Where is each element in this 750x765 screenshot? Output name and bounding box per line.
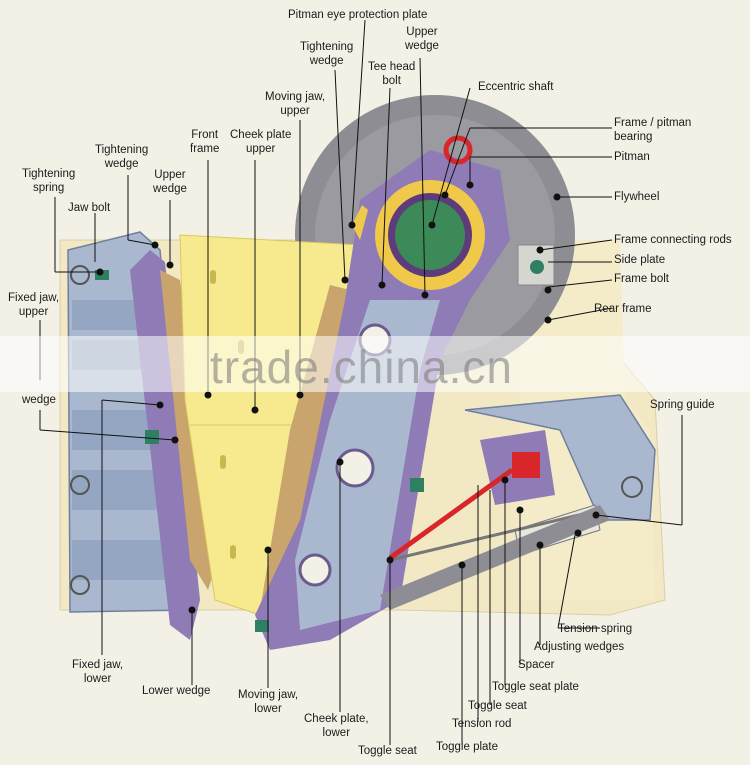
cheek-slot <box>210 270 216 284</box>
pitman-hole <box>335 448 375 488</box>
label-tension-spring: Tension spring <box>558 623 633 635</box>
spring-guide <box>389 508 601 562</box>
label-moving-jaw-lower: Moving jaw, lower <box>238 689 299 715</box>
label-upper-wedge-left: Upper wedge <box>153 169 187 195</box>
rear-frame-hole <box>621 476 643 498</box>
label-spacer: Spacer <box>518 659 555 671</box>
label-adjusting-wedges: Adjusting wedges <box>534 641 625 653</box>
label-jaw-bolt: Jaw bolt <box>68 202 111 214</box>
label-toggle-seat-plate: Toggle seat plate <box>492 681 579 693</box>
label-fixed-jaw-upper: Fixed jaw, upper <box>8 292 60 318</box>
label-cheek-plate-upper: Cheek plate upper <box>230 129 292 155</box>
rear-frame-block <box>464 394 656 521</box>
label-pitman: Pitman <box>614 151 650 163</box>
label-moving-jaw-upper: Moving jaw, upper <box>265 91 326 117</box>
tension-rod <box>388 467 514 561</box>
label-toggle-seat-bottom: Toggle seat <box>358 745 417 757</box>
tee-head-bolt <box>410 478 424 492</box>
label-frame-bolt: Frame bolt <box>614 273 669 285</box>
pitman-hole <box>298 553 332 587</box>
cheek-slot <box>220 455 226 469</box>
label-side-plate: Side plate <box>614 254 666 266</box>
fixed-frame-slot <box>72 540 172 580</box>
label-toggle-plate: Toggle plate <box>436 741 499 753</box>
label-tension-rod: Tension rod <box>452 718 512 730</box>
label-eccentric-shaft: Eccentric shaft <box>478 81 554 93</box>
label-tightening-wedge-top: Tightening wedge <box>300 41 354 67</box>
watermark: trade.china.cn <box>210 341 513 393</box>
cheek-slot <box>230 545 236 559</box>
label-fixed-jaw-lower: Fixed jaw, lower <box>72 659 124 685</box>
pitman-eye-protection-plate <box>352 205 368 240</box>
lower-bolt <box>255 620 269 632</box>
label-toggle-seat-right: Toggle seat <box>468 700 527 712</box>
label-flywheel: Flywheel <box>614 191 660 203</box>
frame-bolt <box>530 260 544 274</box>
label-tee-head-bolt: Tee head bolt <box>368 61 416 87</box>
label-frame-connecting-rods: Frame connecting rods <box>614 234 732 246</box>
label-upper-wedge-top: Upper wedge <box>405 26 439 52</box>
eccentric-shaft <box>395 200 465 270</box>
watermark-band <box>0 336 750 392</box>
label-front-frame: Front frame <box>190 129 220 155</box>
label-rear-frame: Rear frame <box>594 303 652 315</box>
label-tightening-spring: Tightening spring <box>22 168 76 194</box>
label-wedge: wedge <box>22 394 56 406</box>
label-frame-pitman-bearing: Frame / pitman bearing <box>614 117 692 143</box>
toggle-seat-plate <box>512 452 540 478</box>
frame-hole <box>70 265 90 285</box>
label-cheek-plate-lower: Cheek plate, lower <box>304 713 369 739</box>
label-tightening-wedge-left: Tightening wedge <box>95 144 149 170</box>
jaw-bolt-head <box>95 270 109 280</box>
frame-hole <box>70 575 90 595</box>
wedge-bolt <box>145 430 159 444</box>
pitman-red-ring <box>443 135 473 165</box>
fixed-frame-slot <box>72 470 162 510</box>
label-spring-guide: Spring guide <box>650 399 715 411</box>
label-pitman-eye-protection-plate: Pitman eye protection plate <box>288 9 428 21</box>
label-lower-wedge: Lower wedge <box>142 685 211 697</box>
fixed-frame-slot <box>72 410 152 450</box>
frame-hole <box>70 475 90 495</box>
toggle-plate <box>380 505 610 610</box>
